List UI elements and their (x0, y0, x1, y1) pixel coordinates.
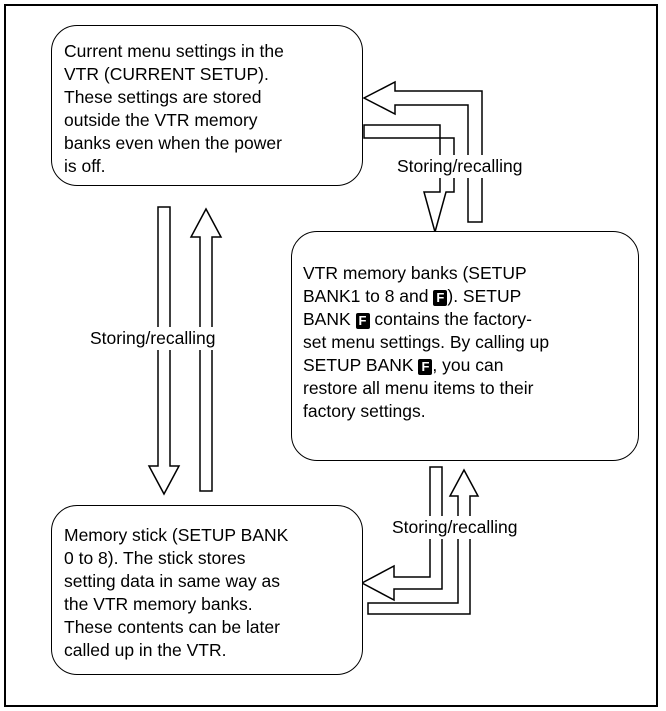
text-line: 0 to 8). The stick stores (64, 548, 246, 568)
text-segment: BANK (303, 309, 356, 329)
arrow-stick-to-current (189, 207, 223, 492)
text-segment: , you can (432, 355, 504, 375)
text-line: outside the VTR memory (64, 110, 258, 130)
text-line: BANK1 to 8 and F). SETUP (303, 285, 549, 308)
text-line: restore all menu items to their (303, 377, 549, 400)
text-line: the VTR memory banks. (64, 594, 253, 614)
arrow-label-top-right: Storing/recalling (397, 155, 523, 178)
text-line: Memory stick (SETUP BANK (64, 525, 289, 545)
text-line: setting data in same way as (64, 571, 280, 591)
text-line: VTR (CURRENT SETUP). (64, 64, 269, 84)
memory-banks-text: VTR memory banks (SETUP BANK1 to 8 and F… (303, 262, 549, 423)
text-line: BANK F contains the factory- (303, 308, 549, 331)
text-segment: restore all menu items to their (303, 378, 534, 398)
f-key-icon: F (433, 290, 448, 306)
text-segment: BANK1 to 8 and (303, 286, 434, 306)
text-line: VTR memory banks (SETUP (303, 262, 549, 285)
f-key-icon: F (418, 359, 433, 375)
text-line: set menu settings. By calling up (303, 331, 549, 354)
text-line: banks even when the power (64, 133, 282, 153)
text-segment: factory settings. (303, 401, 426, 421)
text-segment: SETUP BANK (303, 355, 419, 375)
memory-stick-box: Memory stick (SETUP BANK 0 to 8). The st… (51, 505, 363, 675)
memory-stick-text: Memory stick (SETUP BANK 0 to 8). The st… (64, 524, 288, 662)
arrow-bank-to-current (362, 80, 483, 223)
text-line: factory settings. (303, 400, 549, 423)
arrow-current-to-stick (147, 206, 181, 496)
text-line: is off. (64, 156, 106, 176)
memory-banks-box: VTR memory banks (SETUP BANK1 to 8 and F… (291, 231, 639, 461)
arrow-label-left: Storing/recalling (90, 327, 216, 350)
text-segment: set menu settings. By calling up (303, 332, 550, 352)
text-segment: contains the factory- (369, 309, 532, 329)
text-line: called up in the VTR. (64, 640, 227, 660)
diagram-frame (4, 4, 658, 707)
text-segment: ). SETUP (447, 286, 522, 306)
text-line: These contents can be later (64, 617, 280, 637)
f-key-icon: F (355, 313, 370, 329)
arrow-label-bottom-right: Storing/recalling (392, 516, 518, 539)
arrow-stick-to-bank (367, 468, 480, 615)
current-setup-box: Current menu settings in the VTR (CURREN… (51, 25, 363, 186)
text-line: These settings are stored (64, 87, 262, 107)
text-line: Current menu settings in the (64, 41, 284, 61)
text-segment: VTR memory banks (SETUP (303, 263, 527, 283)
text-line: SETUP BANK F, you can (303, 354, 549, 377)
arrow-current-to-bank (363, 124, 455, 235)
current-setup-text: Current menu settings in the VTR (CURREN… (64, 40, 284, 178)
